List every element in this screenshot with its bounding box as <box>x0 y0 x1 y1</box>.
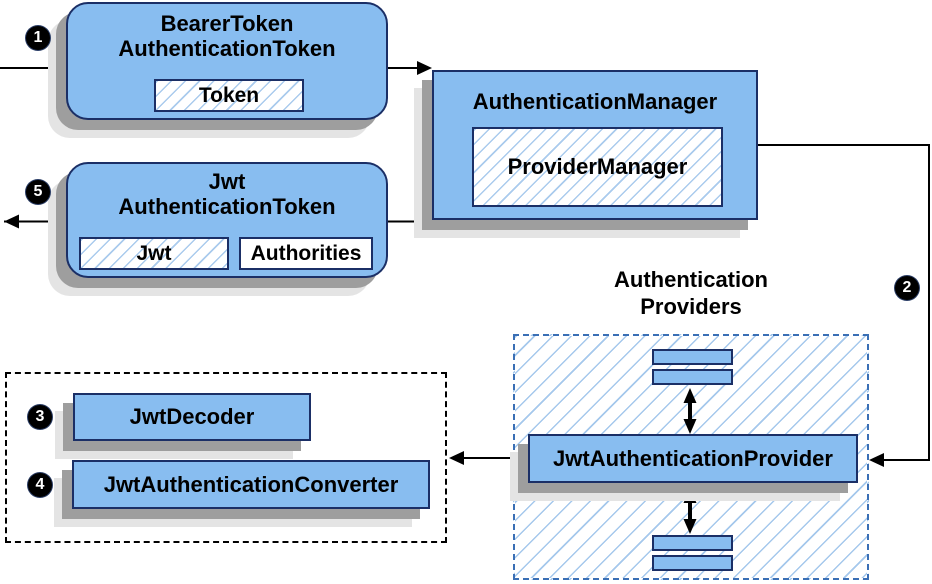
authentication-providers-title: Authentication Providers <box>541 266 841 320</box>
provider-placeholder-bar <box>652 349 733 365</box>
node-authentication-manager: AuthenticationManager ProviderManager <box>432 70 758 220</box>
bidirectional-arrow-bottom-down-icon <box>683 519 697 534</box>
step-5-badge: 5 <box>26 180 50 204</box>
decoder-converter-group <box>5 372 447 543</box>
bidirectional-arrow-bottom-up-icon <box>683 488 697 503</box>
provider-placeholder-bar <box>652 369 733 385</box>
node-jwt-authentication-token: Jwt AuthenticationToken Jwt Authorities <box>66 162 388 278</box>
provider-placeholder-bar <box>652 555 733 571</box>
node-jwt-authentication-converter: JwtAuthenticationConverter <box>72 460 430 509</box>
arrowhead-into-decoder-group-icon <box>449 451 464 465</box>
bearer-token-title-line2: AuthenticationToken <box>118 36 336 61</box>
bearer-token-title-line1: BearerToken <box>160 11 294 36</box>
step-1-badge: 1 <box>26 26 50 50</box>
token-chip: Token <box>154 79 304 112</box>
arrowhead-into-provider-icon <box>869 453 884 467</box>
bidirectional-arrow-top-up-icon <box>683 388 697 403</box>
authentication-providers-title-line1: Authentication <box>614 267 768 292</box>
manager-to-provider-line <box>758 144 930 461</box>
jwt-token-title-line2: AuthenticationToken <box>118 194 336 219</box>
authentication-manager-title: AuthenticationManager <box>472 89 718 114</box>
bearer-token-title: BearerToken AuthenticationToken <box>68 11 386 61</box>
authentication-providers-title-line2: Providers <box>640 294 742 319</box>
node-bearer-token-authentication-token: BearerToken AuthenticationToken Token <box>66 2 388 120</box>
step-2-badge: 2 <box>895 276 919 300</box>
arrowhead-return-left-icon <box>4 214 19 229</box>
node-jwt-authentication-provider: JwtAuthenticationProvider <box>528 434 858 483</box>
jwt-token-title-line1: Jwt <box>208 169 246 194</box>
arrowhead-into-manager-icon <box>417 61 432 75</box>
step-3-badge: 3 <box>28 405 52 429</box>
provider-placeholder-bar <box>652 535 733 551</box>
jwt-token-title: Jwt AuthenticationToken <box>68 169 386 219</box>
authorities-chip: Authorities <box>239 237 373 270</box>
jwt-chip: Jwt <box>79 237 229 270</box>
provider-manager-chip: ProviderManager <box>472 127 723 207</box>
step-4-badge: 4 <box>28 473 52 497</box>
node-jwt-decoder: JwtDecoder <box>73 393 311 441</box>
bidirectional-arrow-top-down-icon <box>683 419 697 434</box>
